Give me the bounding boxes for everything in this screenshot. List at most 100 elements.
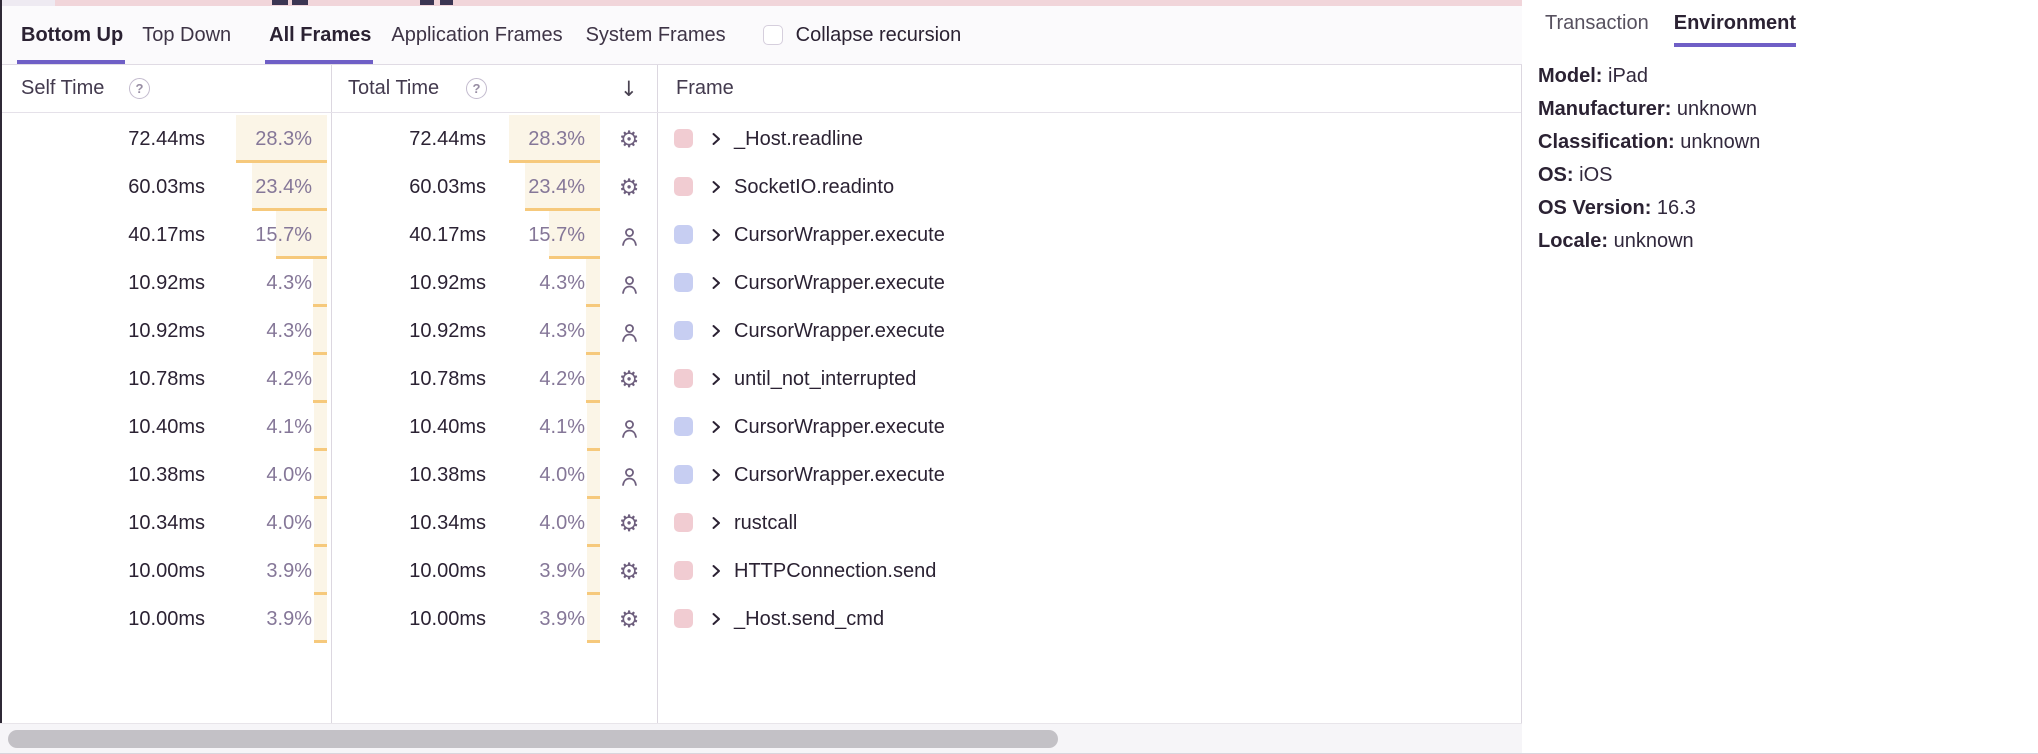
tab-environment[interactable]: Environment [1673,0,1797,47]
tab-top-down[interactable]: Top Down [142,23,232,46]
total-time-value: 10.34ms [409,512,486,534]
field-label: Manufacturer: [1538,98,1672,120]
total-time-percent: 4.0% [539,512,585,534]
expand-chevron-icon[interactable] [708,419,724,435]
total-time-value: 10.00ms [409,608,486,630]
column-header-self-time[interactable]: Self Time [21,77,105,99]
sort-direction-icon[interactable]: ↓ [620,76,638,101]
help-icon[interactable]: ? [129,78,150,99]
field-label: OS Version: [1538,197,1652,219]
self-time-percent: 23.4% [255,176,312,198]
table-row[interactable]: 10.38ms 4.0% 10.38ms 4.0% CursorWrapper.… [0,451,1521,499]
tab-bottom-up[interactable]: Bottom Up [16,6,126,64]
table-row[interactable]: 10.00ms 3.9% 10.00ms 3.9% ⚙ HTTPConnecti… [0,547,1521,595]
table-row[interactable]: 10.34ms 4.0% 10.34ms 4.0% ⚙ rustcall [0,499,1521,547]
table-row[interactable]: 10.78ms 4.2% 10.78ms 4.2% ⚙ until_not_in… [0,355,1521,403]
total-time-percent: 4.3% [539,320,585,342]
table-row[interactable]: 10.40ms 4.1% 10.40ms 4.1% CursorWrapper.… [0,403,1521,451]
self-time-value: 10.00ms [128,608,205,630]
frame-name: CursorWrapper.execute [734,272,945,294]
scrollbar-thumb[interactable] [8,730,1058,748]
total-time-bar [586,307,600,355]
column-header-total-time[interactable]: Total Time [348,77,440,99]
expand-chevron-icon[interactable] [708,611,724,627]
column-header-frame: Frame [676,77,734,99]
left-border [0,0,2,723]
minimap-frame [420,0,434,5]
table-row[interactable]: 40.17ms 15.7% 40.17ms 15.7% CursorWrappe… [0,211,1521,259]
frame-color-chip [674,225,693,244]
table-row[interactable]: 10.00ms 3.9% 10.00ms 3.9% ⚙ _Host.send_c… [0,595,1521,643]
table-row[interactable]: 60.03ms 23.4% 60.03ms 23.4% ⚙ SocketIO.r… [0,163,1521,211]
gear-icon: ⚙ [618,366,640,393]
frame-color-chip [674,465,693,484]
self-time-value: 10.92ms [128,320,205,342]
frame-color-chip [674,561,693,580]
total-time-percent: 15.7% [528,224,585,246]
gear-icon: ⚙ [618,558,640,585]
tab-transaction[interactable]: Transaction [1545,12,1649,34]
total-time-percent: 4.1% [539,416,585,438]
expand-chevron-icon[interactable] [708,371,724,387]
total-time-bar [509,115,600,163]
expand-chevron-icon[interactable] [708,131,724,147]
self-time-value: 60.03ms [128,176,205,198]
self-time-bar [314,499,327,547]
self-time-bar [314,547,327,595]
self-time-percent: 4.2% [266,368,312,390]
column-divider [331,65,332,723]
self-time-value: 72.44ms [128,128,205,150]
expand-chevron-icon[interactable] [708,275,724,291]
tab-application-frames[interactable]: Application Frames [391,23,563,46]
tab-system-frames[interactable]: System Frames [585,23,726,46]
total-time-value: 10.92ms [409,320,486,342]
expand-chevron-icon[interactable] [708,179,724,195]
expand-chevron-icon[interactable] [708,515,724,531]
total-time-value: 72.44ms [409,128,486,150]
table-row[interactable]: 10.92ms 4.3% 10.92ms 4.3% CursorWrapper.… [0,307,1521,355]
total-time-value: 10.78ms [409,368,486,390]
field-label: Classification: [1538,131,1675,153]
total-time-percent: 23.4% [528,176,585,198]
environment-field: Classification: unknown [1538,131,1761,153]
self-time-value: 10.00ms [128,560,205,582]
frame-color-chip [674,609,693,628]
column-divider [657,65,658,723]
total-time-bar [586,259,600,307]
self-time-percent: 3.9% [266,608,312,630]
total-time-bar [587,403,600,451]
gear-icon: ⚙ [618,126,640,153]
details-tabs: Transaction Environment [1522,0,2038,47]
collapse-recursion-checkbox[interactable] [762,25,783,45]
total-time-percent: 3.9% [539,560,585,582]
help-icon[interactable]: ? [466,78,487,99]
field-label: Model: [1538,65,1603,87]
table-row[interactable]: 10.92ms 4.3% 10.92ms 4.3% CursorWrapper.… [0,259,1521,307]
frame-name: rustcall [734,512,798,534]
tab-all-frames[interactable]: All Frames [265,6,374,64]
self-time-value: 10.34ms [128,512,205,534]
expand-chevron-icon[interactable] [708,467,724,483]
self-time-bar [236,115,327,163]
frame-color-chip [674,273,693,292]
environment-field: OS Version: 16.3 [1538,197,1696,219]
collapse-recursion-label: Collapse recursion [795,23,962,46]
environment-field: Manufacturer: unknown [1538,98,1757,120]
table-area: Self Time ? Total Time ? ↓ Frame 72.44ms… [0,65,2038,753]
table-row[interactable]: 72.44ms 28.3% 72.44ms 28.3% ⚙ _Host.read… [0,115,1521,163]
frame-color-chip [674,417,693,436]
table-body: 72.44ms 28.3% 72.44ms 28.3% ⚙ _Host.read… [0,115,1521,643]
person-icon [616,271,642,297]
gear-icon: ⚙ [618,174,640,201]
total-time-value: 10.92ms [409,272,486,294]
self-time-bar [276,211,327,259]
expand-chevron-icon[interactable] [708,323,724,339]
self-time-value: 10.78ms [128,368,205,390]
frame-name: SocketIO.readinto [734,176,895,198]
expand-chevron-icon[interactable] [708,227,724,243]
gear-icon: ⚙ [618,510,640,537]
self-time-percent: 4.3% [266,320,312,342]
self-time-percent: 28.3% [255,128,312,150]
expand-chevron-icon[interactable] [708,563,724,579]
